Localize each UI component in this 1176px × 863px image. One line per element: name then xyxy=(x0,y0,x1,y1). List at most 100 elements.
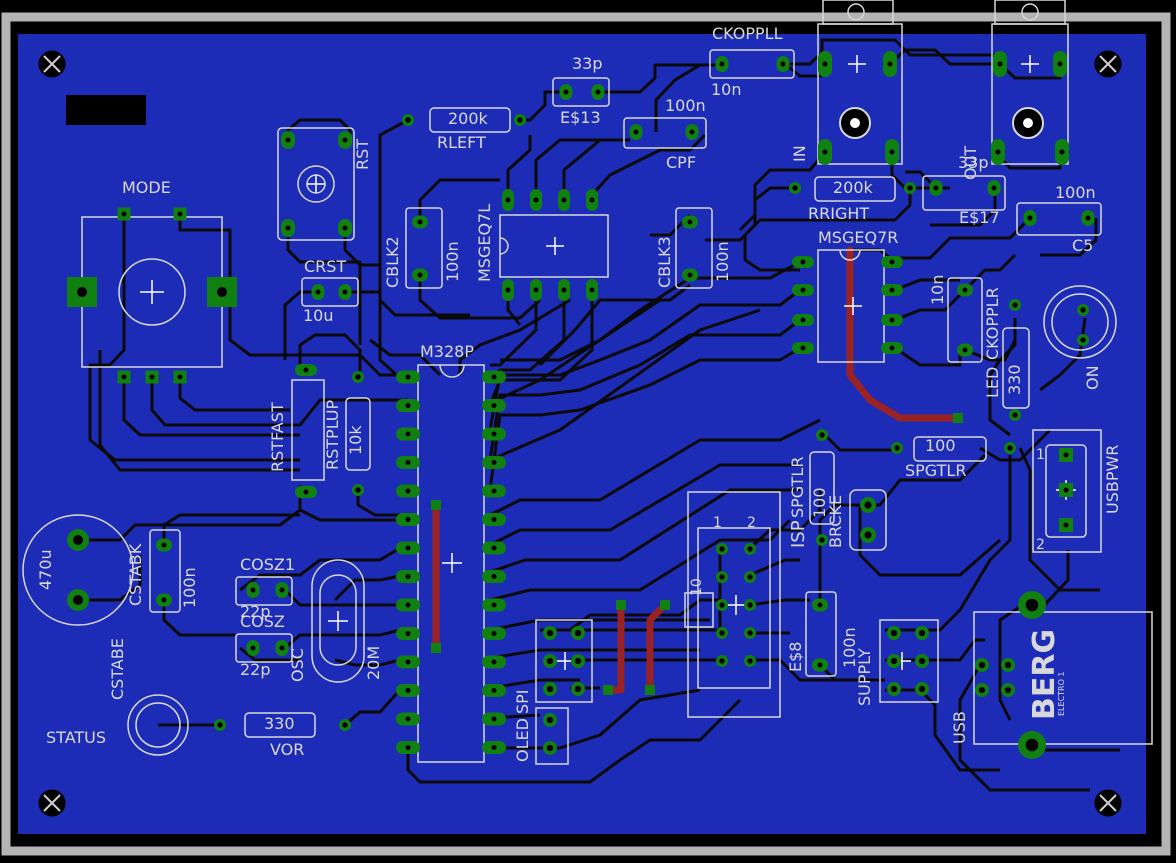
drill-hole xyxy=(491,517,497,522)
drill-hole xyxy=(546,685,554,693)
label-rstplup-val: 10k xyxy=(346,425,365,455)
label-cosz2-val: 22p xyxy=(240,660,271,679)
label-rright: RRIGHT xyxy=(808,204,870,223)
label-usbpwr-pin2: 2 xyxy=(1036,537,1045,553)
drill-hole xyxy=(918,657,926,665)
drill-hole xyxy=(719,658,725,664)
drill-hole xyxy=(1004,661,1012,669)
drill-hole xyxy=(405,545,411,551)
label-m328p: M328P xyxy=(420,342,474,361)
drill-hole xyxy=(1027,215,1033,221)
board-outline xyxy=(1,12,1171,856)
label-spi: SPI xyxy=(513,689,532,714)
drill-hole xyxy=(817,662,823,668)
drill-hole xyxy=(355,487,361,493)
drill-hole xyxy=(819,537,825,543)
drill-hole xyxy=(747,602,753,608)
drill-hole xyxy=(978,661,986,669)
drill-hole xyxy=(491,488,497,494)
label-vor-val: 330 xyxy=(264,714,295,733)
label-isp: ISP xyxy=(788,520,809,548)
label-usb: USB xyxy=(950,711,969,744)
label-isp-pin1: 1 xyxy=(713,515,722,531)
drill-hole xyxy=(217,722,223,728)
drill-hole xyxy=(285,225,291,231)
label-cpf-val: 100n xyxy=(665,96,706,115)
drill-hole xyxy=(405,745,411,750)
drill-hole xyxy=(405,688,411,693)
label-ckoppll: CKOPPLL xyxy=(712,24,783,43)
drill-hole xyxy=(505,197,511,203)
drill-hole xyxy=(279,645,285,651)
drill-hole xyxy=(1012,412,1018,418)
label-status: STATUS xyxy=(46,728,107,747)
jack-holes xyxy=(839,107,1044,139)
drill-hole xyxy=(889,317,895,323)
drill-hole xyxy=(1059,149,1065,155)
drill-hole xyxy=(933,185,939,191)
drill-hole xyxy=(405,517,411,522)
label-osc-val: 20M xyxy=(364,645,383,680)
label-rst: RST xyxy=(353,138,372,170)
drill-hole xyxy=(546,744,554,752)
label-crst: CRST xyxy=(304,257,347,276)
drill-hole xyxy=(491,631,497,636)
drill-hole xyxy=(342,289,348,295)
drill-hole xyxy=(405,460,411,465)
label-isp-pin2: 2 xyxy=(747,515,756,531)
label-oled: OLED xyxy=(513,718,532,762)
drill-hole xyxy=(355,374,361,380)
drill-hole xyxy=(405,659,411,665)
drill-hole xyxy=(73,595,83,605)
drill-hole xyxy=(405,117,411,123)
drill-hole xyxy=(719,602,725,608)
drill-hole xyxy=(747,546,753,552)
label-c13: E$13 xyxy=(560,108,601,127)
drill-hole xyxy=(546,716,554,724)
label-ckopplr: CKOPPLR xyxy=(983,287,1002,360)
label-in: IN xyxy=(790,145,809,162)
label-usbpwr: USBPWR xyxy=(1103,444,1122,514)
drill-hole xyxy=(491,659,497,665)
label-cosz1: COSZ1 xyxy=(240,555,296,574)
drill-hole xyxy=(533,287,539,293)
drill-hole xyxy=(491,574,497,579)
drill-hole xyxy=(561,287,567,293)
drill-hole xyxy=(491,602,497,608)
drill-hole xyxy=(687,219,693,225)
drill-hole xyxy=(303,489,309,495)
label-usbpwr-pin1: 1 xyxy=(1036,447,1045,463)
drill-hole xyxy=(894,445,900,451)
drill-hole xyxy=(491,745,497,750)
drill-hole xyxy=(800,287,806,293)
drill-hole xyxy=(517,117,523,123)
label-msgeq7r: MSGEQ7R xyxy=(818,228,899,247)
label-c17-val: 33p xyxy=(958,153,989,172)
drill-hole xyxy=(747,574,753,580)
label-board-label: BKO xyxy=(76,96,114,117)
drill-hole xyxy=(491,545,497,551)
label-spgtlr2-val: 100 xyxy=(925,436,956,455)
drill-hole xyxy=(149,374,155,380)
label-msgeq7l: MSGEQ7L xyxy=(475,203,494,282)
label-mode: MODE xyxy=(122,178,171,197)
label-c5-val: 100n xyxy=(1055,183,1096,202)
drill-hole xyxy=(121,374,127,380)
drill-hole xyxy=(689,129,695,135)
label-brcke: BRCKE xyxy=(826,494,845,548)
drill-hole xyxy=(887,61,893,67)
drill-hole xyxy=(405,602,411,608)
drill-hole xyxy=(1080,307,1086,313)
label-rleft: RLEFT xyxy=(437,133,486,152)
label-cpf: CPF xyxy=(666,153,697,172)
drill-hole xyxy=(405,374,411,380)
drill-hole xyxy=(633,129,639,135)
drill-hole xyxy=(747,630,753,636)
drill-hole xyxy=(417,219,423,225)
label-cblk2: CBLK2 xyxy=(383,236,402,288)
label-spgtlr2: SPGTLR xyxy=(905,461,967,480)
label-isp-pin10: 10 xyxy=(689,578,705,596)
drill-hole xyxy=(687,272,693,278)
label-led-val: 330 xyxy=(1005,364,1024,395)
drill-hole xyxy=(561,197,567,203)
